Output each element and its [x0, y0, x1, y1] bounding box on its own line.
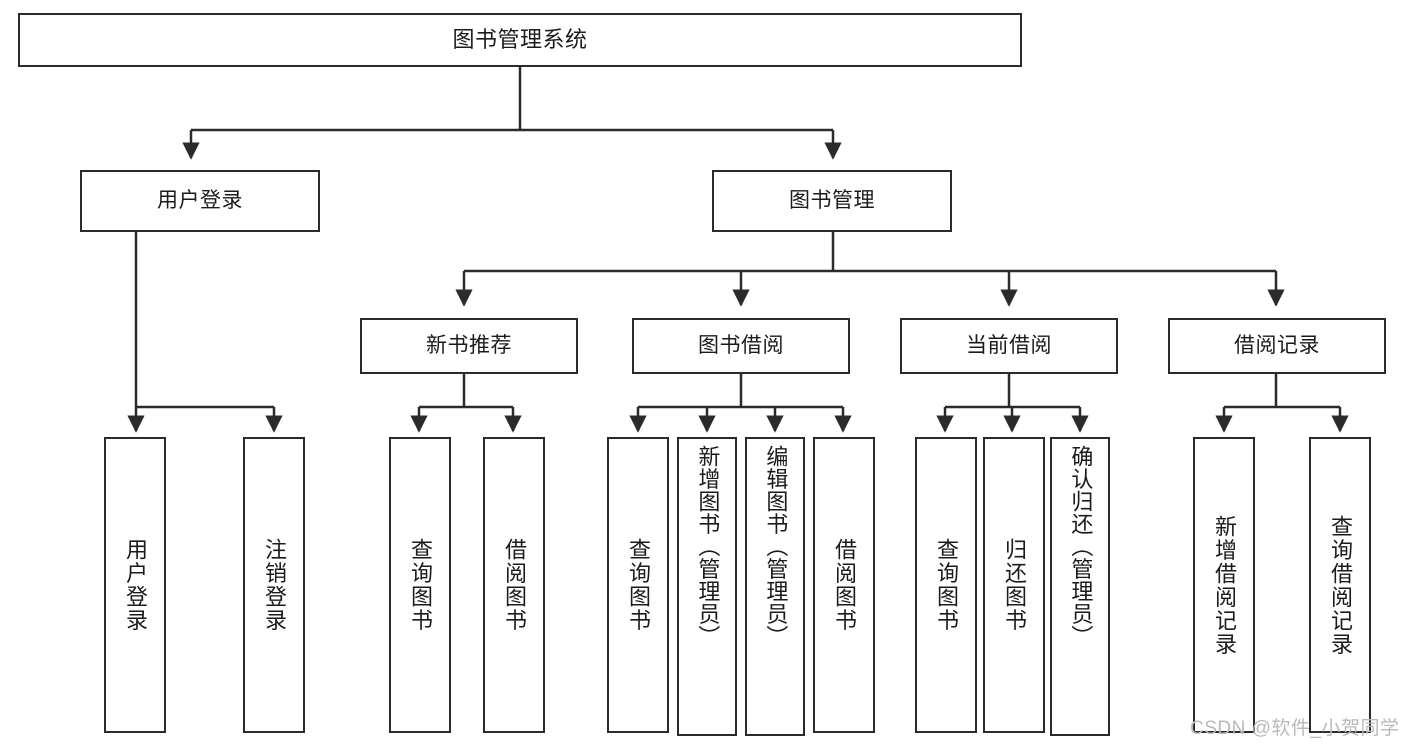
node-label: 注销登录 — [261, 538, 287, 632]
leaf-borrow-book-recommend[interactable]: 借阅图书 — [483, 437, 545, 733]
node-label: 新增图书（管理员） — [695, 445, 721, 648]
node-label: 当前借阅 — [966, 333, 1052, 357]
node-user-login[interactable]: 用户登录 — [80, 170, 320, 232]
node-label: 图书管理系统 — [452, 27, 588, 53]
node-label: 用户登录 — [157, 188, 243, 212]
node-borrow-record[interactable]: 借阅记录 — [1168, 318, 1386, 374]
leaf-query-book-recommend[interactable]: 查询图书 — [389, 437, 451, 733]
leaf-query-borrow-record[interactable]: 查询借阅记录 — [1309, 437, 1371, 733]
leaf-logout[interactable]: 注销登录 — [243, 437, 305, 733]
node-root-system[interactable]: 图书管理系统 — [18, 13, 1022, 67]
node-label: 用户登录 — [122, 538, 148, 632]
node-label: 新增借阅记录 — [1211, 514, 1237, 656]
node-label: 图书管理 — [789, 188, 875, 212]
node-label: 查询图书 — [933, 538, 959, 632]
node-label: 查询借阅记录 — [1327, 514, 1353, 656]
leaf-borrow-book[interactable]: 借阅图书 — [813, 437, 875, 733]
node-current-borrow[interactable]: 当前借阅 — [900, 318, 1118, 374]
node-label: 借阅图书 — [501, 538, 527, 632]
node-label: 查询图书 — [625, 538, 651, 632]
leaf-return-book[interactable]: 归还图书 — [983, 437, 1045, 733]
leaf-user-login[interactable]: 用户登录 — [104, 437, 166, 733]
node-new-book-recommend[interactable]: 新书推荐 — [360, 318, 578, 374]
leaf-add-borrow-record[interactable]: 新增借阅记录 — [1193, 437, 1255, 733]
leaf-query-book-current[interactable]: 查询图书 — [915, 437, 977, 733]
node-label: 借阅记录 — [1234, 333, 1320, 357]
csdn-watermark: CSDN @软件_小贺同学 — [1190, 718, 1400, 739]
node-book-borrow[interactable]: 图书借阅 — [632, 318, 850, 374]
node-book-management[interactable]: 图书管理 — [712, 170, 952, 232]
node-label: 编辑图书（管理员） — [763, 445, 789, 648]
leaf-confirm-return-admin[interactable]: 确认归还（管理员） — [1050, 437, 1110, 736]
node-label: 归还图书 — [1001, 538, 1027, 632]
node-label: 查询图书 — [407, 538, 433, 632]
leaf-add-book-admin[interactable]: 新增图书（管理员） — [677, 437, 737, 736]
node-label: 图书借阅 — [698, 333, 784, 357]
leaf-edit-book-admin[interactable]: 编辑图书（管理员） — [745, 437, 805, 736]
node-label: 新书推荐 — [426, 333, 512, 357]
node-label: 确认归还（管理员） — [1068, 445, 1094, 648]
leaf-query-book-borrow[interactable]: 查询图书 — [607, 437, 669, 733]
node-label: 借阅图书 — [831, 538, 857, 632]
